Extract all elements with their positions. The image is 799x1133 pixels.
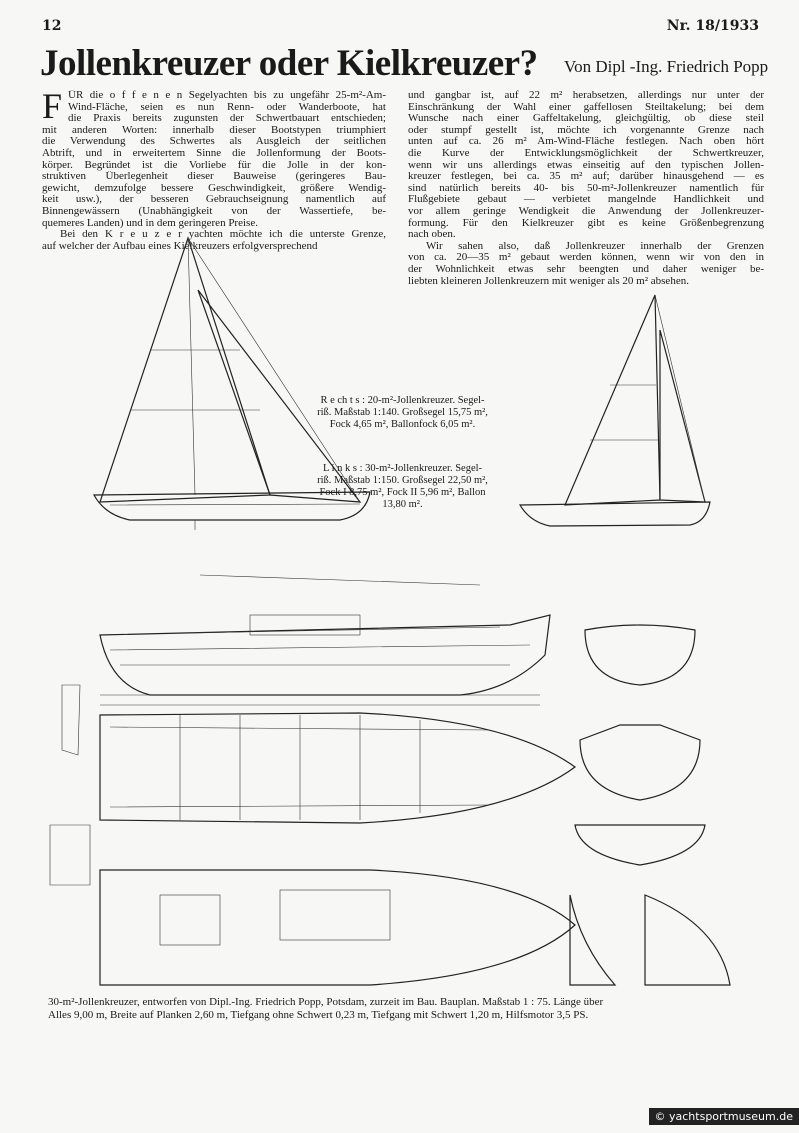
article-title: Jollenkreuzer oder Kielkreuzer? xyxy=(40,43,538,84)
left-text-column: ÜR die o f f e n e n Segelyachten bis zu… xyxy=(42,90,386,252)
caption-line: riß. Maßstab 1:140. Großsegel 15,75 m², xyxy=(317,407,488,418)
caption-line: R e ch t s : 20-m²-Jollenkreuzer. Segel- xyxy=(320,395,485,406)
text-line: gewicht, demzufolge bessere Geschwindigk… xyxy=(42,182,386,194)
text-line: oder stumpf gestellt ist, möchte ich vor… xyxy=(408,124,764,136)
text-line: keit usw.), der besseren Gebrauchseignun… xyxy=(42,194,386,206)
caption-line: Fock I 8,75 m², Fock II 5,96 m², Ballon xyxy=(319,487,486,498)
text-line: sind natürlich bereits 40- bis 50-m²-Jol… xyxy=(408,182,764,194)
text-line: unten auf ca. 26 m² Am-Wind-Fläche festl… xyxy=(408,136,764,148)
text-line: wenn wir uns allerdings etwas einseitig … xyxy=(408,159,764,171)
caption-line: Fock 4,65 m², Ballonfock 6,05 m². xyxy=(329,419,476,430)
text-line: nach oben. xyxy=(408,229,456,241)
text-line: und gangbar ist, auf 22 m² herabsetzen, … xyxy=(408,90,764,101)
text-line: der Wohnlichkeit etwas sehr beengten und… xyxy=(408,263,764,275)
caption-line: 13,80 m². xyxy=(382,499,423,510)
article-byline: Von Dipl -Ing. Friedrich Popp xyxy=(564,57,769,76)
text-line: formung. Für den Kielkreuzer gibt es kei… xyxy=(408,217,764,229)
text-line: die Verwendung des Schwertes als Ausglei… xyxy=(42,136,386,148)
sail-plan-30m2-drawing xyxy=(92,236,371,530)
sail-plan-20m2-drawing xyxy=(518,294,711,527)
right-text-column: und gangbar ist, auf 22 m² herabsetzen, … xyxy=(408,90,764,287)
text-line: körper. Begründet ist die Vorliebe für d… xyxy=(42,159,386,171)
text-line: ÜR die o f f e n e n Segelyachten bis zu… xyxy=(68,90,386,101)
caption-line: 30-m²-Jollenkreuzer, entworfen von Dipl.… xyxy=(48,996,604,1008)
text-line: struktiven Überlegenheit dieser Bauweise… xyxy=(42,171,386,183)
text-line: Wunsche nach einer Gaffeltakelung, gleic… xyxy=(408,113,764,125)
drop-cap: F xyxy=(42,86,63,126)
text-line: Wind-Fläche, seien es nun Renn- oder Wan… xyxy=(68,101,386,113)
text-line: Wir sahen also, daß Jollenkreuzer innerh… xyxy=(426,240,764,252)
caption-left-sail-plan: L i n k s : 30-m²-Jollenkreuzer. Segel- … xyxy=(300,463,505,511)
text-line: die Praxis bereits zugunsten der Schwert… xyxy=(68,113,386,125)
text-line: auf welcher der Aufbau eines Kielkreuzer… xyxy=(42,240,318,252)
watermark: © yachtsportmuseum.de xyxy=(648,1108,799,1125)
text-line: Abtrift, und in erweitertem Sinne die Jo… xyxy=(42,147,386,159)
construction-plan-drawing xyxy=(49,574,731,986)
text-line: Binnengewässern (Unabhängigkeit von der … xyxy=(42,205,386,217)
text-line: vor allem geringe Wendigkeit die Anwendu… xyxy=(408,205,764,217)
text-line: quemeres Landen) und in dem geringeren P… xyxy=(42,217,258,229)
text-line: Bei den K r e u z e r yachten möchte ich… xyxy=(60,229,386,241)
caption-right-sail-plan: R e ch t s : 20-m²-Jollenkreuzer. Segel-… xyxy=(300,395,505,431)
text-line: Einschränkung der Wahl einer gaffellosen… xyxy=(408,101,764,113)
text-line: von ca. 20—35 m² gebaut werden können, w… xyxy=(408,252,764,264)
caption-line: Alles 9,00 m, Breite auf Planken 2,60 m,… xyxy=(48,1008,589,1021)
text-line: die Kurve der Entwicklungsmöglichkeit de… xyxy=(408,147,764,159)
plan-caption: 30-m²-Jollenkreuzer, entworfen von Dipl.… xyxy=(48,996,748,1021)
caption-line: riß. Maßstab 1:150. Großsegel 22,50 m², xyxy=(317,475,488,486)
text-line: liebten kleineren Jollenkreuzern mit wen… xyxy=(408,275,689,287)
text-line: kreuzer festlegen, bei ca. 35 m² auf; da… xyxy=(408,171,764,183)
text-line: mit anderen Worten: innerhalb dieser Boo… xyxy=(42,124,386,136)
caption-line: L i n k s : 30-m²-Jollenkreuzer. Segel- xyxy=(322,463,483,474)
text-line: Flußgebiete gebaut — verbietet mangelnde… xyxy=(408,194,764,206)
page-number: 12 xyxy=(42,18,62,34)
issue-number: Nr. 18/1933 xyxy=(666,18,759,34)
